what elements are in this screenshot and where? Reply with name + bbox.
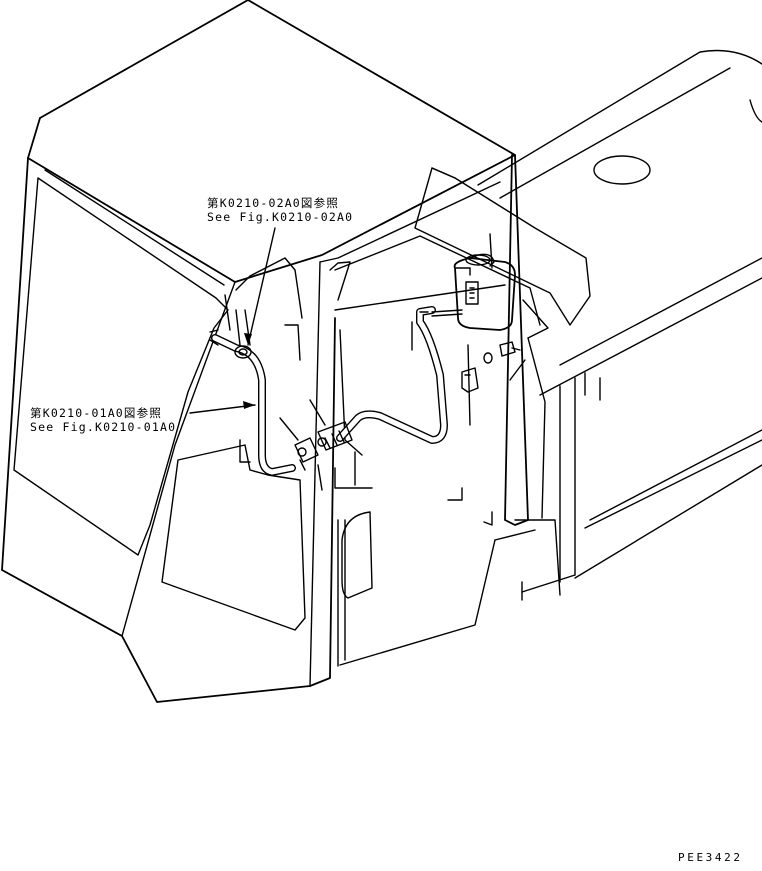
arrow-head-1 — [244, 333, 252, 345]
callout-top-en: See Fig.K0210-02A0 — [207, 210, 354, 224]
washer-hose — [209, 306, 463, 476]
tank-label — [465, 281, 479, 305]
callout-left-en: See Fig.K0210-01A0 — [30, 420, 177, 434]
hose-joint — [279, 399, 353, 491]
bracket-bolt — [461, 341, 526, 426]
callout-leaders — [189, 227, 276, 414]
washer-tank — [453, 233, 516, 331]
callout-top: 第K0210-02A0図参照 See Fig.K0210-02A0 — [207, 196, 353, 224]
hood-cap — [593, 155, 651, 185]
guard-panel — [414, 167, 591, 326]
machine-body — [477, 49, 762, 601]
callout-top-jp: 第K0210-02A0図参照 — [207, 196, 340, 210]
drawing-number: PEE3422 — [678, 851, 743, 864]
side-window — [161, 257, 306, 631]
front-windshield — [13, 169, 229, 556]
arrow-head-2 — [243, 401, 255, 409]
cab-shell — [1, 0, 536, 703]
rear-window — [334, 284, 506, 599]
callout-left: 第K0210-01A0図参照 See Fig.K0210-01A0 — [30, 406, 176, 434]
callout-left-jp: 第K0210-01A0図参照 — [30, 406, 163, 420]
hose-clip-top — [234, 345, 252, 359]
tank-cap — [465, 254, 491, 266]
